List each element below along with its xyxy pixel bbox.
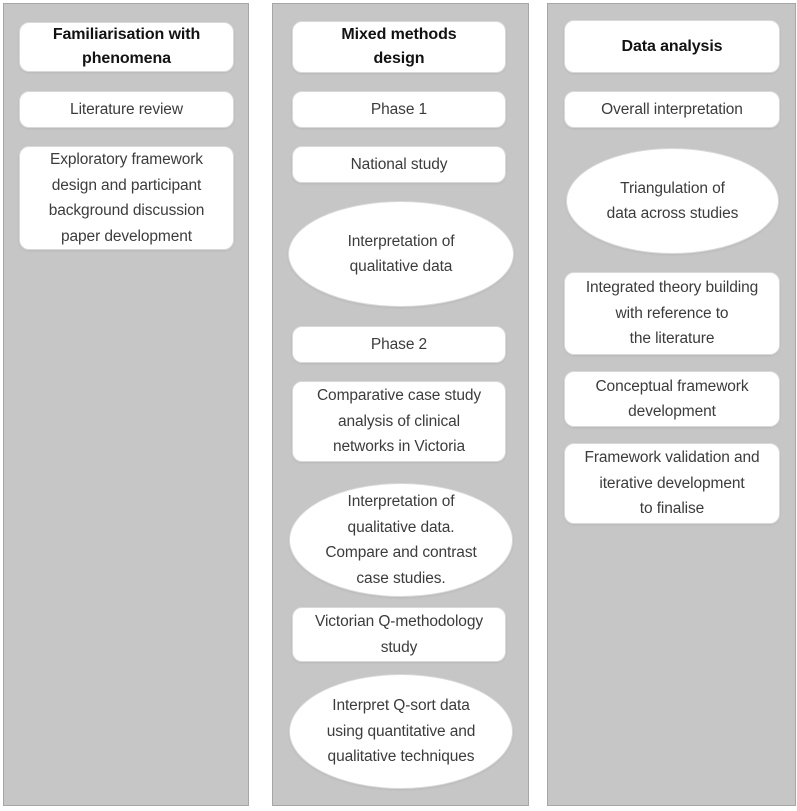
node-overall-interpretation: Overall interpretation xyxy=(564,91,780,128)
column-header-data-analysis: Data analysis xyxy=(564,20,780,73)
node-integrated-theory: Integrated theory building with referenc… xyxy=(564,272,780,355)
node-victorian-q-methodology: Victorian Q-methodology study xyxy=(292,607,506,662)
column-familiarisation: Familiarisation with phenomena Literatur… xyxy=(3,3,249,806)
column-data-analysis: Data analysis Overall interpretation Tri… xyxy=(547,3,796,806)
column-header-familiarisation: Familiarisation with phenomena xyxy=(19,22,234,72)
node-phase-1: Phase 1 xyxy=(292,91,506,128)
node-comparative-case-study: Comparative case study analysis of clini… xyxy=(292,381,506,462)
ellipse-interpret-qualitative-phase2: Interpretation of qualitative data. Comp… xyxy=(289,483,513,597)
node-framework-validation: Framework validation and iterative devel… xyxy=(564,443,780,524)
node-phase-2: Phase 2 xyxy=(292,326,506,363)
ellipse-interpret-q-sort: Interpret Q-sort data using quantitative… xyxy=(289,674,513,789)
ellipse-triangulation: Triangulation of data across studies xyxy=(566,148,779,254)
node-national-study: National study xyxy=(292,146,506,183)
ellipse-interpret-qualitative-phase1: Interpretation of qualitative data xyxy=(288,201,514,307)
node-exploratory-framework: Exploratory framework design and partici… xyxy=(19,146,234,250)
column-mixed-methods: Mixed methods design Phase 1 National st… xyxy=(272,3,529,806)
node-conceptual-framework: Conceptual framework development xyxy=(564,371,780,427)
node-literature-review: Literature review xyxy=(19,91,234,128)
column-header-mixed-methods: Mixed methods design xyxy=(292,21,506,73)
